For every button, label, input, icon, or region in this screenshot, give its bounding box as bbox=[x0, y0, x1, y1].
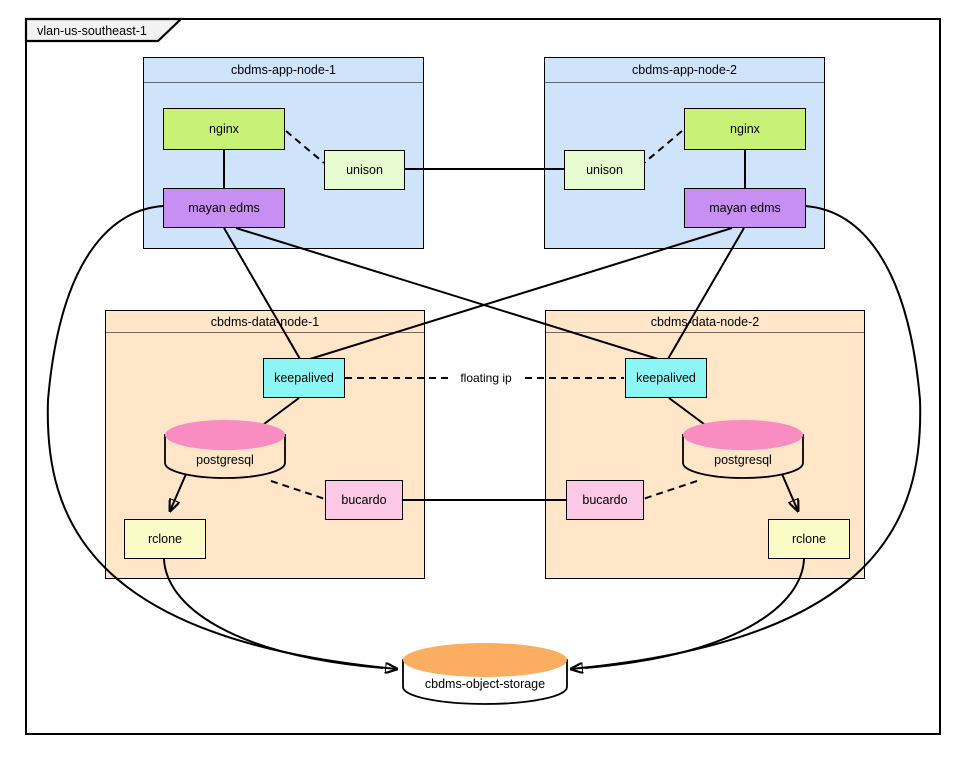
node-rclone-1[interactable]: rclone bbox=[124, 519, 206, 559]
edge-mayan2-keepalived2 bbox=[667, 227, 745, 360]
container-title: cbdms-data-node-1 bbox=[106, 311, 424, 333]
node-postgresql-2[interactable] bbox=[682, 420, 804, 479]
node-rclone-2[interactable]: rclone bbox=[768, 519, 850, 559]
edge-rclone2-storage bbox=[584, 558, 805, 669]
node-mayan-edms-1[interactable]: mayan edms bbox=[163, 188, 285, 228]
node-nginx-1[interactable]: nginx bbox=[163, 108, 285, 150]
edge-postgresql1-bucardo1 bbox=[270, 480, 326, 500]
edge-postgresql2-rclone2 bbox=[781, 473, 798, 511]
frame-label: vlan-us-southeast-1 bbox=[37, 24, 147, 38]
node-keepalived-2[interactable]: keepalived bbox=[625, 358, 707, 398]
edge-label-floating-ip: floating ip bbox=[451, 369, 521, 387]
edge-keepalived2-postgresql2 bbox=[668, 397, 705, 425]
edge-postgresql2-bucardo2 bbox=[642, 480, 698, 500]
edge-mayan1-storage bbox=[46, 205, 397, 669]
edge-mayan1-keepalived2 bbox=[235, 227, 659, 360]
edge-mayan1-keepalived1 bbox=[223, 227, 301, 360]
container-title: cbdms-data-node-2 bbox=[546, 311, 864, 333]
node-unison-2[interactable]: unison bbox=[564, 150, 645, 190]
edge-nginx2-unison2 bbox=[643, 130, 683, 164]
node-postgresql-1[interactable] bbox=[164, 420, 286, 479]
edge-nginx1-unison1 bbox=[285, 130, 325, 164]
edge-rclone1-storage bbox=[163, 558, 384, 669]
node-mayan-edms-2[interactable]: mayan edms bbox=[684, 188, 806, 228]
node-keepalived-1[interactable]: keepalived bbox=[263, 358, 345, 398]
node-nginx-2[interactable]: nginx bbox=[684, 108, 806, 150]
node-unison-1[interactable]: unison bbox=[324, 150, 405, 190]
edge-keepalived1-postgresql1 bbox=[263, 397, 300, 425]
node-object-storage[interactable] bbox=[402, 643, 568, 705]
container-title: cbdms-app-node-2 bbox=[545, 58, 824, 83]
frame-label-tab bbox=[24, 17, 184, 43]
node-bucardo-1[interactable]: bucardo bbox=[325, 480, 403, 520]
edge-mayan2-keepalived1 bbox=[309, 227, 733, 360]
edge-postgresql1-rclone1 bbox=[170, 473, 187, 511]
edge-mayan2-storage bbox=[571, 205, 922, 669]
node-bucardo-2[interactable]: bucardo bbox=[566, 480, 644, 520]
container-title: cbdms-app-node-1 bbox=[144, 58, 423, 83]
